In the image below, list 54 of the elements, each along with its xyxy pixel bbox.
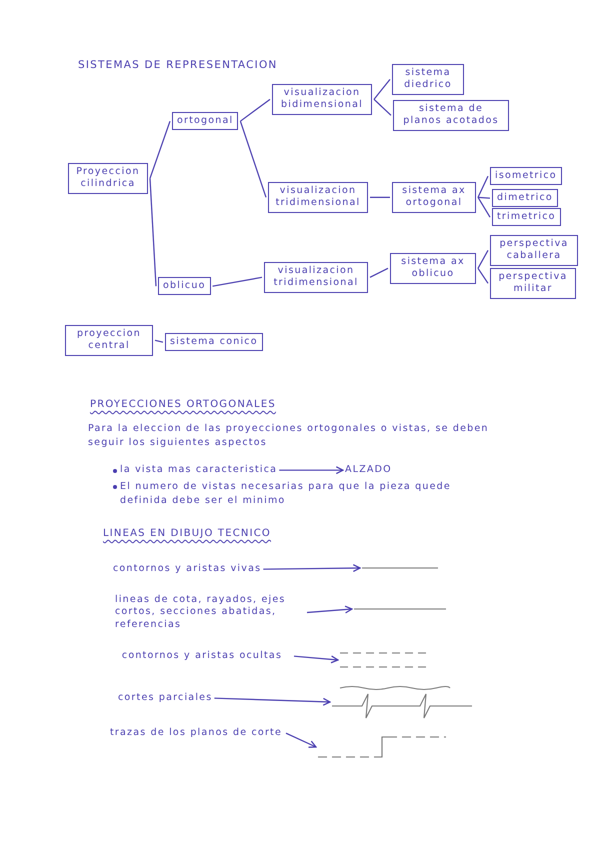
text-box: sistema diedrico (392, 64, 464, 95)
text-box: visualizacion bidimensional (272, 84, 372, 115)
text-box: dimetrico (492, 189, 558, 208)
paragraph: Para la eleccion de las proyecciones ortogonales o vistas, se deben seguir los siguientes aspectos (88, 422, 490, 450)
connector-line (370, 268, 388, 278)
arrow (294, 655, 339, 664)
cutting-plane-line-sample (318, 734, 446, 760)
connector-line (240, 120, 267, 198)
note-text: la vista mas caracteristica (120, 464, 278, 476)
connector-line (374, 98, 392, 116)
connector-line (478, 196, 490, 199)
break-line-sample (332, 684, 472, 720)
connector-line (478, 268, 488, 284)
connector-line (149, 178, 157, 286)
connector-line (477, 176, 489, 198)
connector-line (374, 78, 390, 100)
arrow (263, 564, 361, 572)
text-box: visualizacion tridimensional (264, 262, 368, 293)
bullet-text: El numero de vistas necesarias para que la pieza quede definida debe ser el minimo (120, 480, 452, 508)
note-text: trazas de los planos de corte (108, 727, 284, 740)
note-text: contornos y aristas vivas (113, 563, 262, 576)
connector-line (477, 197, 491, 218)
text-box: perspectiva caballera (490, 235, 578, 266)
solid-line-sample (354, 606, 446, 612)
text-box: trimetrico (492, 208, 561, 226)
connector-line (149, 120, 171, 179)
text-box: sistema ax ortogonal (392, 182, 476, 213)
section-heading: PROYECCIONES ORTOGONALES (90, 398, 276, 412)
note-text: cortes parciales (118, 692, 212, 704)
connector-line (212, 276, 262, 287)
connector-line (370, 196, 390, 198)
note-text: contornos y aristas ocultas (112, 650, 292, 662)
connector-line (240, 98, 270, 122)
text-box: sistema conico (165, 333, 263, 352)
text-box: ortogonal (172, 112, 238, 130)
arrow (279, 466, 344, 474)
text-box: isometrico (490, 167, 562, 186)
solid-line-sample (362, 565, 438, 571)
text-box: proyeccion central (65, 325, 153, 356)
text-box: perspectiva militar (490, 268, 576, 299)
page-title: SISTEMAS DE REPRESENTACION (78, 58, 278, 73)
connector-line (477, 250, 489, 269)
arrow (286, 732, 317, 748)
text-box: oblicuo (158, 277, 211, 296)
connector-line (154, 340, 164, 343)
text-box: visualizacion tridimensional (268, 182, 368, 213)
text-box: sistema ax oblicuo (390, 253, 476, 284)
text-box: Proyeccion cilindrica (68, 163, 148, 194)
note-text: ALZADO (345, 464, 392, 476)
arrow (214, 698, 331, 706)
text-box: sistema de planos acotados (393, 100, 509, 131)
arrow (306, 606, 353, 614)
note-text: lineas de cota, rayados, ejes cortos, secciones abatidas, referencias (115, 594, 305, 632)
section-heading: LINEAS EN DIBUJO TECNICO (103, 527, 271, 541)
